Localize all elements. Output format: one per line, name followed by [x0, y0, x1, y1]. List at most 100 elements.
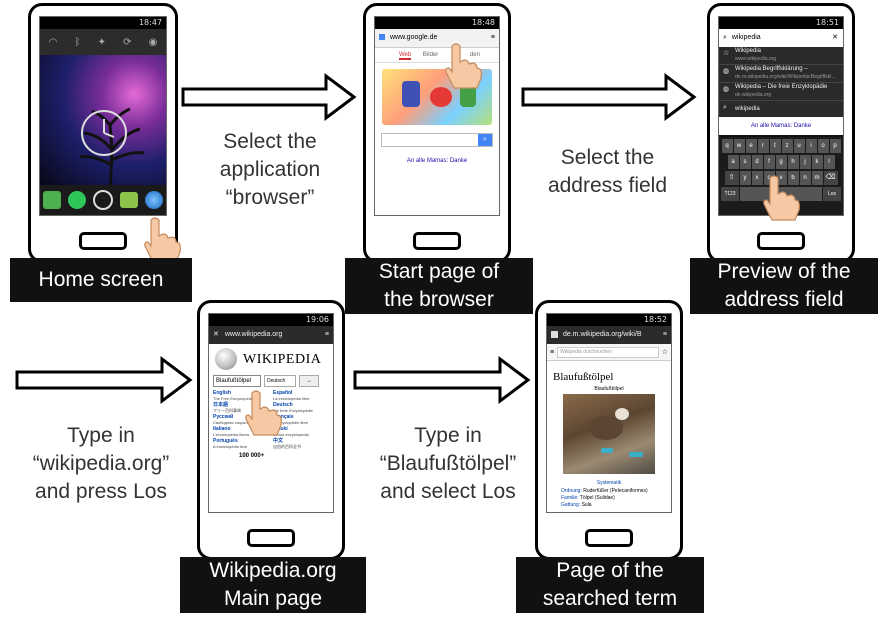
home-button[interactable]	[79, 232, 127, 250]
key[interactable]: j	[799, 155, 811, 169]
language-name[interactable]: Deutsch	[273, 402, 293, 408]
key[interactable]: a	[727, 155, 739, 169]
taxonomy-label[interactable]: Gattung:	[561, 502, 581, 508]
menu-icon[interactable]: ≡	[662, 331, 667, 338]
key[interactable]: o	[817, 139, 829, 153]
go-key[interactable]: Los	[823, 187, 841, 201]
wikipedia-search-input[interactable]: Blaufußtölpel	[213, 375, 261, 387]
key[interactable]: u	[793, 139, 805, 153]
key[interactable]: d	[751, 155, 763, 169]
tab-more[interactable]: den	[469, 52, 480, 58]
gps-icon[interactable]: ✦	[97, 36, 106, 48]
language-name[interactable]: Italiano	[213, 426, 231, 432]
key[interactable]: z	[781, 139, 793, 153]
clear-icon[interactable]: ✕	[832, 34, 838, 41]
language-name[interactable]: Русский	[213, 414, 234, 420]
browser-icon[interactable]	[144, 191, 163, 209]
google-doodle[interactable]	[382, 69, 492, 125]
key[interactable]: i	[805, 139, 817, 153]
backspace-key-icon[interactable]: ⌫	[823, 171, 838, 185]
key[interactable]: y	[739, 171, 751, 185]
key[interactable]: c	[763, 171, 775, 185]
key[interactable]: r	[757, 139, 769, 153]
language-entry[interactable]: 中文自由的百科全书	[273, 438, 329, 449]
messaging-icon[interactable]	[119, 192, 138, 208]
key[interactable]: v	[775, 171, 787, 185]
numbers-key[interactable]: ?123	[721, 187, 739, 201]
close-icon[interactable]: ✕	[213, 331, 219, 338]
language-name[interactable]: Español	[273, 390, 293, 396]
search-go-button[interactable]: →	[299, 375, 319, 387]
url-text[interactable]: www.google.de	[389, 34, 438, 41]
address-input-value[interactable]: wikipedia	[731, 34, 761, 41]
sync-icon[interactable]: ⟳	[123, 36, 132, 48]
key[interactable]: n	[799, 171, 811, 185]
suggestion-item[interactable]: ☆ Wikipedia www.wikipedia.org	[719, 47, 843, 65]
key[interactable]: k	[811, 155, 823, 169]
key[interactable]: q	[721, 139, 733, 153]
app-drawer-icon[interactable]	[92, 190, 113, 210]
suggestion-item[interactable]: ◍ Wikipedia:Begriffsklärung – de.m.wikip…	[719, 65, 843, 83]
key[interactable]: w	[733, 139, 745, 153]
browser-address-bar[interactable]: de.m.wikipedia.org/wiki/B ≡	[547, 326, 671, 344]
wifi-icon[interactable]: ◠	[48, 36, 58, 48]
language-name[interactable]: 中文	[273, 438, 284, 444]
language-name[interactable]: Polski	[273, 426, 288, 432]
brightness-icon[interactable]: ◉	[148, 36, 158, 48]
key[interactable]: h	[787, 155, 799, 169]
key[interactable]: l	[823, 155, 835, 169]
language-select[interactable]: Deutsch	[264, 375, 296, 387]
footer-link[interactable]: An alle Mamas: Danke	[750, 123, 812, 129]
home-button[interactable]	[585, 529, 633, 547]
home-button[interactable]	[757, 232, 805, 250]
tab-web[interactable]: Web	[399, 52, 412, 60]
key[interactable]: t	[769, 139, 781, 153]
key[interactable]: g	[775, 155, 787, 169]
whatsapp-icon[interactable]	[68, 191, 87, 209]
taxonomy-label[interactable]: Ordnung:	[561, 488, 582, 494]
address-input-bar[interactable]: ⌕ wikipedia ✕	[719, 29, 843, 47]
google-search-box[interactable]: ⌕	[381, 133, 493, 147]
home-button[interactable]	[413, 232, 461, 250]
key[interactable]: f	[763, 155, 775, 169]
key[interactable]: p	[829, 139, 841, 153]
key[interactable]: m	[811, 171, 823, 185]
menu-icon[interactable]: ≡	[324, 331, 329, 338]
key[interactable]: e	[745, 139, 757, 153]
key[interactable]: x	[751, 171, 763, 185]
language-name[interactable]: Français	[273, 414, 294, 420]
language-name[interactable]: English	[213, 390, 232, 396]
language-name[interactable]: Português	[213, 438, 238, 444]
language-name[interactable]: 日本語	[213, 402, 229, 408]
article-image[interactable]	[563, 394, 655, 474]
menu-icon[interactable]: ≡	[490, 34, 495, 41]
browser-address-bar[interactable]: www.google.de ≡	[375, 29, 499, 48]
key[interactable]: s	[739, 155, 751, 169]
wiki-search-input[interactable]: Wikipedia durchsuchen	[557, 346, 659, 358]
search-button[interactable]: ⌕	[478, 134, 492, 146]
footer-link[interactable]: An alle Mamas: Danke	[406, 158, 468, 164]
url-text[interactable]: www.wikipedia.org	[224, 331, 283, 338]
hamburger-icon[interactable]: ≡	[550, 348, 555, 356]
home-button[interactable]	[247, 529, 295, 547]
key[interactable]: b	[787, 171, 799, 185]
url-text[interactable]: de.m.wikipedia.org/wiki/B	[562, 331, 642, 338]
suggestion-item[interactable]: ⌕ wikipedia	[719, 101, 843, 117]
taxonomy-label[interactable]: Familie:	[561, 495, 579, 501]
star-icon[interactable]: ☆	[661, 349, 668, 356]
suggestion-item[interactable]: ◍ Wikipedia – Die freie Enzyklopädie de.…	[719, 83, 843, 101]
language-entry[interactable]: 日本語フリー百科事典	[213, 402, 269, 413]
browser-address-bar[interactable]: ✕ www.wikipedia.org ≡	[209, 326, 333, 344]
bluetooth-icon[interactable]: ᛒ	[74, 36, 81, 48]
tab-images[interactable]: Bilder	[422, 52, 439, 58]
shift-key-icon[interactable]: ⇧	[724, 171, 739, 185]
phone-app-icon[interactable]	[43, 191, 62, 209]
